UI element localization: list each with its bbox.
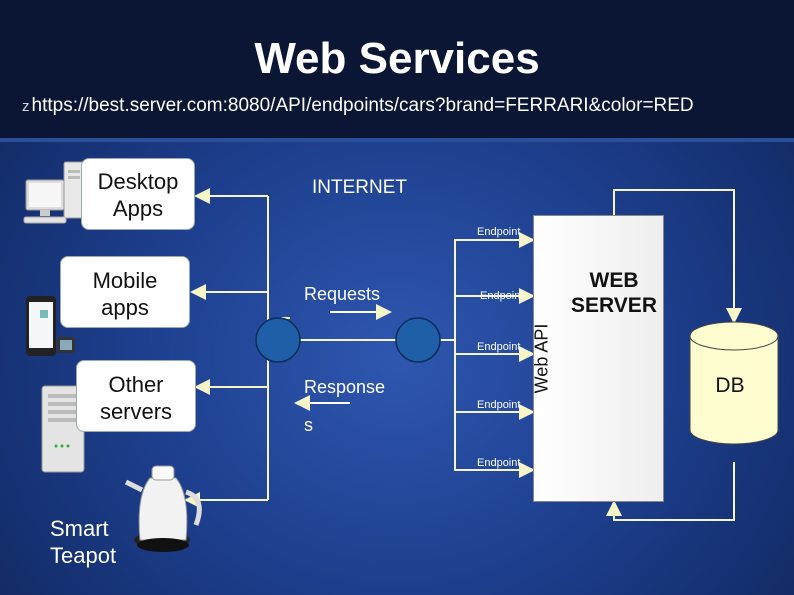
server-db-top-link — [613, 189, 742, 324]
server-tower-icon — [41, 385, 85, 473]
requests-label: Requests — [304, 284, 381, 304]
router-left — [255, 317, 301, 363]
endpoint-label: Endpoint — [477, 226, 521, 238]
web-server-label: WEB SERVER — [571, 269, 657, 317]
web-api-label: Web API — [531, 323, 552, 394]
title-bar — [0, 0, 794, 142]
mobile-apps-box: Mobile apps — [60, 256, 190, 328]
other-servers-box: Other servers — [76, 360, 196, 432]
endpoint-label: Endpoint — [477, 457, 521, 469]
web-server-box — [533, 215, 664, 502]
database-cylinder — [689, 321, 779, 445]
endpoint-label: Endpoint — [477, 399, 521, 411]
db-label: DB — [715, 374, 745, 397]
endpoint-url: https://best.server.com:8080/API/endpoin… — [31, 95, 694, 116]
endpoint-label: Endpoint — [480, 290, 524, 302]
title-divider — [0, 138, 794, 142]
slide-title: Web Services — [254, 34, 540, 83]
web-api-bar: Web API — [525, 215, 559, 502]
kettle-icon — [124, 465, 202, 552]
internet-label: INTERNET — [312, 177, 407, 198]
endpoint-label: Endpoint — [477, 341, 521, 353]
endpoint-1-link — [440, 232, 535, 341]
db-server-bottom-link — [606, 462, 735, 521]
responses-label-wrap: s — [304, 415, 313, 435]
router-right — [395, 317, 441, 363]
url-bullet: z — [22, 98, 30, 115]
responses-label: Response — [304, 377, 386, 397]
mobile-phone-icon — [26, 296, 75, 356]
desktop-apps-box: Desktop Apps — [81, 158, 195, 230]
smart-teapot-label: Smart Teapot — [50, 516, 117, 568]
desktop-computer-icon — [23, 161, 85, 224]
